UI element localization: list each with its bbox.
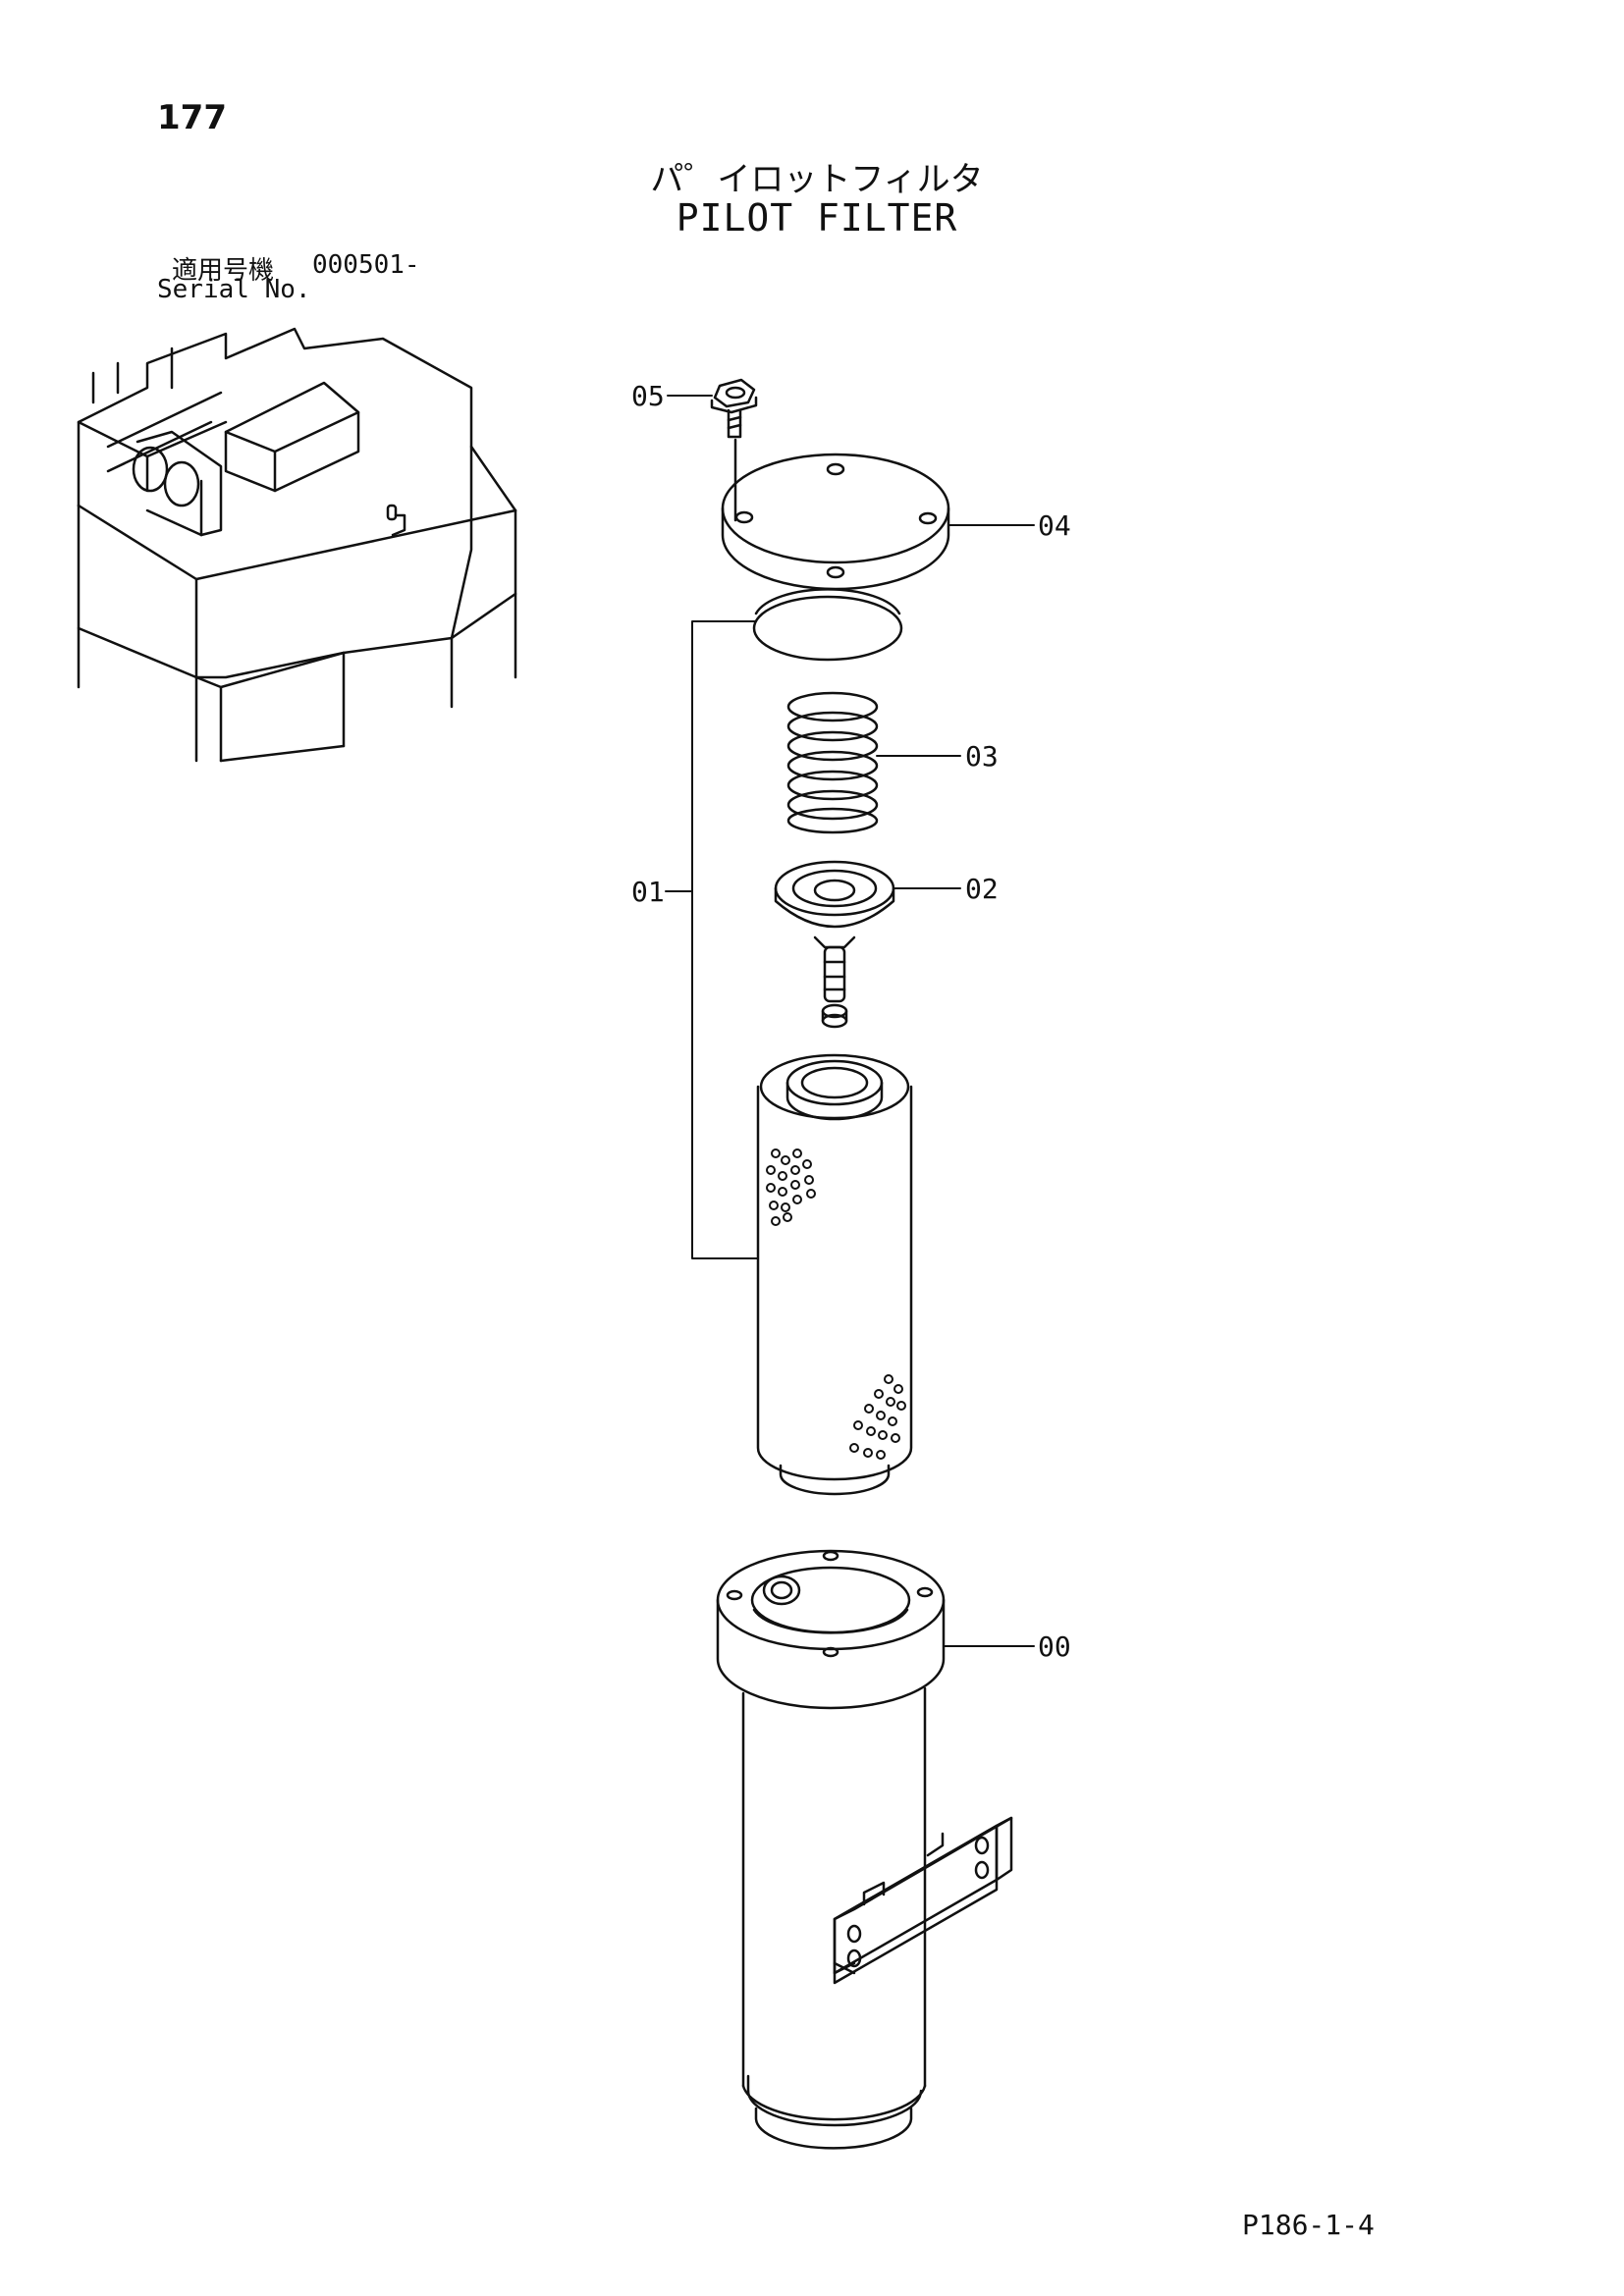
serial-label-english: Serial No.	[157, 275, 311, 304]
label-03: 03	[965, 740, 999, 773]
title-japanese: パ゜イロットフィルタ	[650, 160, 984, 199]
label-04: 04	[1038, 509, 1071, 542]
document-code: P186-1-4	[1242, 2209, 1375, 2241]
leader-lines	[665, 395, 1035, 1647]
part-filter-element	[756, 1053, 913, 1496]
label-00: 00	[1038, 1630, 1071, 1663]
part-00-housing	[716, 1549, 1013, 2150]
machine-location-sketch	[77, 327, 517, 763]
serial-range: 000501-	[312, 250, 420, 280]
label-02: 02	[965, 873, 999, 905]
part-02-valve	[774, 860, 895, 1029]
title-english: PILOT FILTER	[676, 196, 958, 240]
part-05-bolt	[710, 378, 758, 522]
part-03-spring	[786, 691, 879, 834]
part-o-ring	[752, 588, 903, 662]
label-01: 01	[631, 876, 665, 908]
label-05: 05	[631, 380, 665, 412]
serial-label-japanese: 適用号機	[172, 256, 275, 286]
page-number: 177	[157, 98, 227, 137]
part-04-cover	[721, 453, 950, 591]
